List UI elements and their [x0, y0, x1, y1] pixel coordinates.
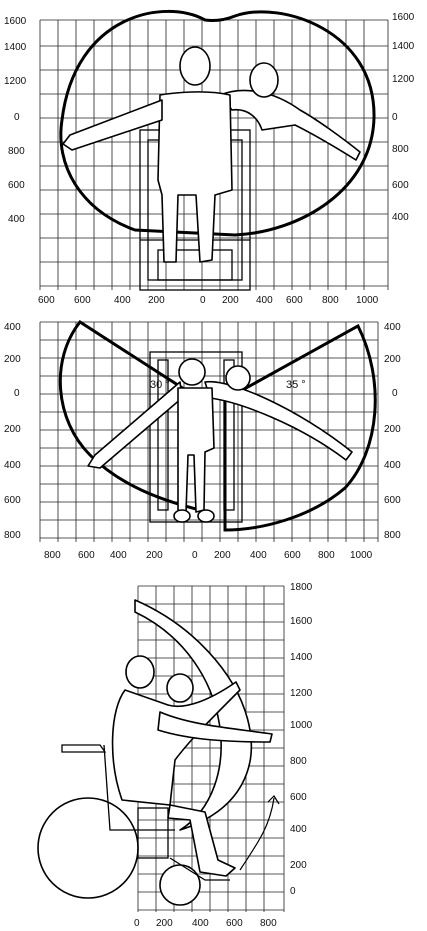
x-tick-label: 800 — [318, 550, 335, 561]
bottom-human-figure — [111, 655, 273, 877]
y-tick-label: 0 — [392, 388, 398, 399]
x-tick-label: 600 — [226, 918, 243, 929]
top-human-figure — [62, 46, 361, 263]
x-tick-label: 0 — [192, 550, 198, 561]
y-tick-label: 400 — [4, 460, 21, 471]
y-tick-label: 0 — [14, 112, 20, 123]
y-tick-label: 200 — [4, 354, 21, 365]
x-tick-label: 800 — [260, 918, 277, 929]
y-tick-label: 1800 — [290, 582, 313, 593]
motion-arrow — [239, 797, 275, 871]
right-angle-label: 35 ° — [286, 379, 306, 391]
y-tick-label: 200 — [384, 354, 401, 365]
x-tick-label: 400 — [256, 295, 273, 306]
y-tick-label: 400 — [384, 460, 401, 471]
y-tick-label: 1600 — [290, 616, 313, 627]
y-tick-label: 400 — [4, 322, 21, 333]
x-tick-label: 200 — [146, 550, 163, 561]
y-tick-label: 1600 — [392, 12, 415, 23]
middle-human-figure — [87, 358, 353, 523]
y-tick-label: 600 — [384, 495, 401, 506]
y-tick-label: 800 — [4, 530, 21, 541]
right-reach-sector — [223, 323, 377, 532]
x-tick-label: 600 — [284, 550, 301, 561]
y-tick-label: 600 — [8, 180, 25, 191]
middle-x-axis: 800 600 400 200 0 200 400 600 800 1000 — [44, 550, 373, 561]
x-tick-label: 600 — [286, 295, 303, 306]
y-tick-label: 800 — [392, 144, 409, 155]
x-tick-label: 600 — [74, 295, 91, 306]
x-tick-label: 0 — [200, 295, 206, 306]
middle-wheelchair — [149, 351, 243, 523]
y-tick-label: 600 — [290, 792, 307, 803]
x-tick-label: 1000 — [350, 550, 373, 561]
y-tick-label: 1600 — [4, 16, 27, 27]
y-tick-label: 200 — [4, 424, 21, 435]
middle-y-axis-right: 400 200 0 200 400 600 800 — [384, 322, 401, 541]
x-tick-label: 200 — [148, 295, 165, 306]
x-tick-label: 200 — [222, 295, 239, 306]
front-caster — [159, 864, 201, 906]
y-tick-label: 400 — [384, 322, 401, 333]
left-reach-sector — [58, 320, 201, 512]
y-tick-label: 400 — [290, 824, 307, 835]
x-tick-label: 200 — [156, 918, 173, 929]
y-tick-label: 1200 — [4, 76, 27, 87]
y-tick-label: 800 — [8, 146, 25, 157]
top-reach-envelope — [59, 9, 376, 237]
middle-panel: 30 ° 35 ° 400 200 0 200 400 600 800 400 — [4, 320, 401, 561]
x-tick-label: 400 — [114, 295, 131, 306]
x-tick-label: 200 — [214, 550, 231, 561]
side-reach-crescent — [134, 599, 252, 831]
y-tick-label: 800 — [384, 530, 401, 541]
y-tick-label: 1400 — [392, 41, 415, 52]
y-tick-label: 1400 — [290, 652, 313, 663]
y-tick-label: 400 — [8, 214, 25, 225]
x-tick-label: 800 — [322, 295, 339, 306]
x-tick-label: 1000 — [356, 295, 379, 306]
y-tick-label: 800 — [290, 756, 307, 767]
y-tick-label: 0 — [392, 112, 398, 123]
left-angle-label: 30 ° — [150, 379, 170, 391]
y-tick-label: 1400 — [4, 42, 27, 53]
y-tick-label: 0 — [14, 388, 20, 399]
y-tick-label: 1000 — [290, 720, 313, 731]
y-tick-label: 1200 — [290, 688, 313, 699]
y-tick-label: 600 — [4, 495, 21, 506]
y-tick-label: 200 — [384, 424, 401, 435]
bottom-panel: 1800 1600 1400 1200 1000 800 600 400 200… — [37, 582, 313, 929]
y-tick-label: 600 — [392, 180, 409, 191]
x-tick-label: 400 — [110, 550, 127, 561]
x-tick-label: 600 — [78, 550, 95, 561]
x-tick-label: 800 — [44, 550, 61, 561]
right-angle-line — [227, 325, 359, 399]
x-tick-label: 400 — [192, 918, 209, 929]
rear-wheel — [37, 797, 139, 899]
x-tick-label: 0 — [134, 918, 140, 929]
bottom-y-axis-right: 1800 1600 1400 1200 1000 800 600 400 200… — [290, 582, 313, 897]
y-tick-label: 0 — [290, 886, 296, 897]
middle-y-axis-left: 400 200 0 200 400 600 800 — [4, 322, 21, 541]
x-tick-label: 400 — [250, 550, 267, 561]
y-tick-label: 200 — [290, 860, 307, 871]
y-tick-label: 400 — [392, 212, 409, 223]
bottom-x-axis: 0 200 400 600 800 — [134, 918, 277, 929]
top-x-axis: 600 600 400 200 0 200 400 600 800 1000 — [38, 295, 379, 306]
x-tick-label: 600 — [38, 295, 55, 306]
y-tick-label: 1200 — [392, 74, 415, 85]
top-y-axis-right: 1600 1400 1200 0 800 600 400 — [392, 12, 415, 223]
top-panel: 1600 1400 1200 0 800 600 400 1600 1400 1… — [4, 9, 415, 306]
bottom-wheelchair — [37, 744, 230, 906]
motion-arrowhead — [267, 795, 280, 805]
top-y-axis-left: 1600 1400 1200 0 800 600 400 — [4, 16, 27, 225]
